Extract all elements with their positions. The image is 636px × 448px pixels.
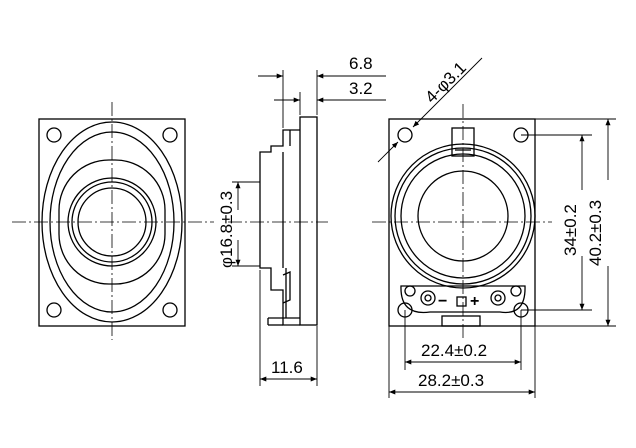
dimension-height-overall: 40.2±0.3: [586, 200, 605, 266]
terminal-plus-label: +: [470, 293, 479, 310]
front-mount-hole-tl: [46, 127, 62, 143]
side-frame-plate: [299, 116, 318, 326]
rear-horizontal-dimensions: [388, 310, 536, 398]
side-body-outline: [259, 129, 300, 326]
dimension-cone-diameter: φ16.8±0.3: [217, 191, 236, 268]
cone-diameter-dimension: [232, 181, 260, 267]
rear-vertical-dimensions: [521, 118, 616, 327]
dimension-hole-spacing-horizontal: 22.4±0.2: [421, 341, 487, 360]
dimension-width-overall: 28.2±0.3: [418, 371, 484, 390]
rear-centerlines: [372, 104, 552, 340]
dimension-6-8: 6.8: [349, 54, 373, 73]
front-mount-hole-bl: [46, 302, 62, 318]
terminal-plus-pad: [490, 290, 506, 306]
front-centerlines: [12, 102, 214, 340]
total-depth-dimension: [259, 270, 318, 386]
dimension-3-2: 3.2: [349, 79, 373, 98]
terminal-right-eyelet: [510, 285, 522, 297]
hole-diameter-leader: [377, 57, 483, 163]
front-mount-hole-br: [162, 302, 178, 318]
terminal-minus-pad: [420, 290, 436, 306]
rear-view: [388, 118, 536, 327]
front-mount-hole-tr: [162, 127, 178, 143]
dimension-hole-spacing-vertical: 34±0.2: [561, 204, 580, 256]
terminal-center-square: [456, 296, 467, 307]
dimension-hole-diameter: 4-φ3.1: [421, 58, 470, 107]
side-top-dimensions: [258, 70, 386, 128]
rear-mount-hole-tl: [397, 127, 413, 143]
side-view: [259, 116, 318, 326]
rear-bottom-tab: [441, 315, 481, 327]
dimension-total-depth: 11.6: [271, 358, 303, 377]
terminal-minus-label: −: [438, 293, 447, 310]
terminal-left-eyelet: [404, 285, 416, 297]
terminal-board: [400, 285, 526, 314]
